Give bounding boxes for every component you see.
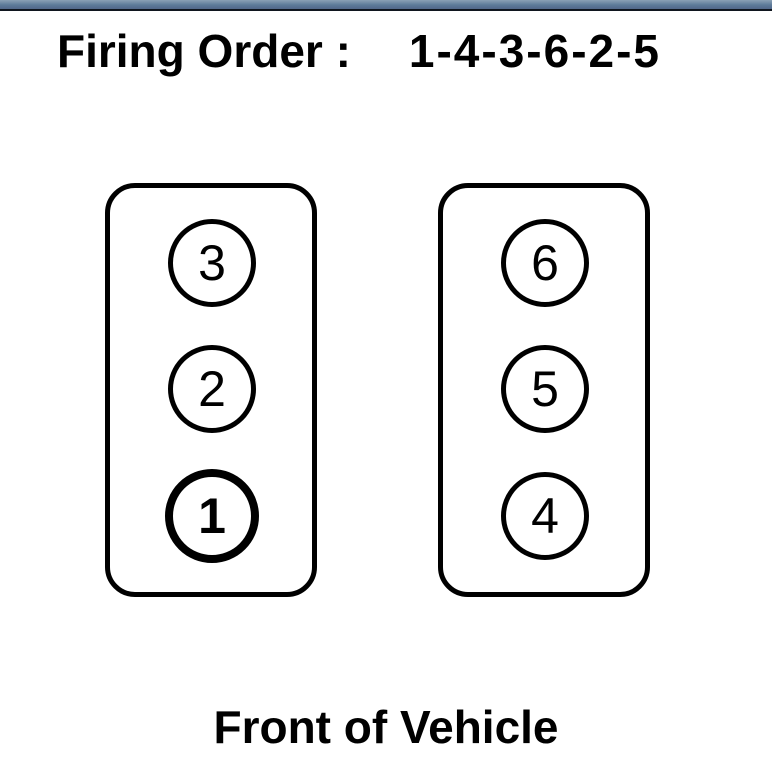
- cylinder-bank-left: 3 2 1: [105, 183, 317, 597]
- cylinder-number: 4: [531, 488, 559, 544]
- cylinder-number: 2: [198, 361, 226, 417]
- cylinder-number: 5: [531, 361, 559, 417]
- window-chrome-bar: [0, 0, 772, 11]
- cylinder-marker: 3: [168, 219, 256, 307]
- cylinder-marker: 2: [168, 345, 256, 433]
- firing-order-sequence: 1-4-3-6-2-5: [408, 25, 661, 77]
- cylinder-marker: 5: [501, 345, 589, 433]
- firing-order-label: Firing Order :: [57, 25, 351, 77]
- cylinder-number: 1: [198, 488, 226, 544]
- cylinder-number: 3: [198, 235, 226, 291]
- firing-order-title: Firing Order : 1-4-3-6-2-5: [57, 24, 661, 78]
- cylinder-marker: 1: [165, 469, 259, 563]
- cylinder-bank-right: 6 5 4: [438, 183, 650, 597]
- cylinder-marker: 4: [501, 472, 589, 560]
- cylinder-number: 6: [531, 235, 559, 291]
- front-of-vehicle-label: Front of Vehicle: [213, 701, 559, 753]
- cylinder-marker: 6: [501, 219, 589, 307]
